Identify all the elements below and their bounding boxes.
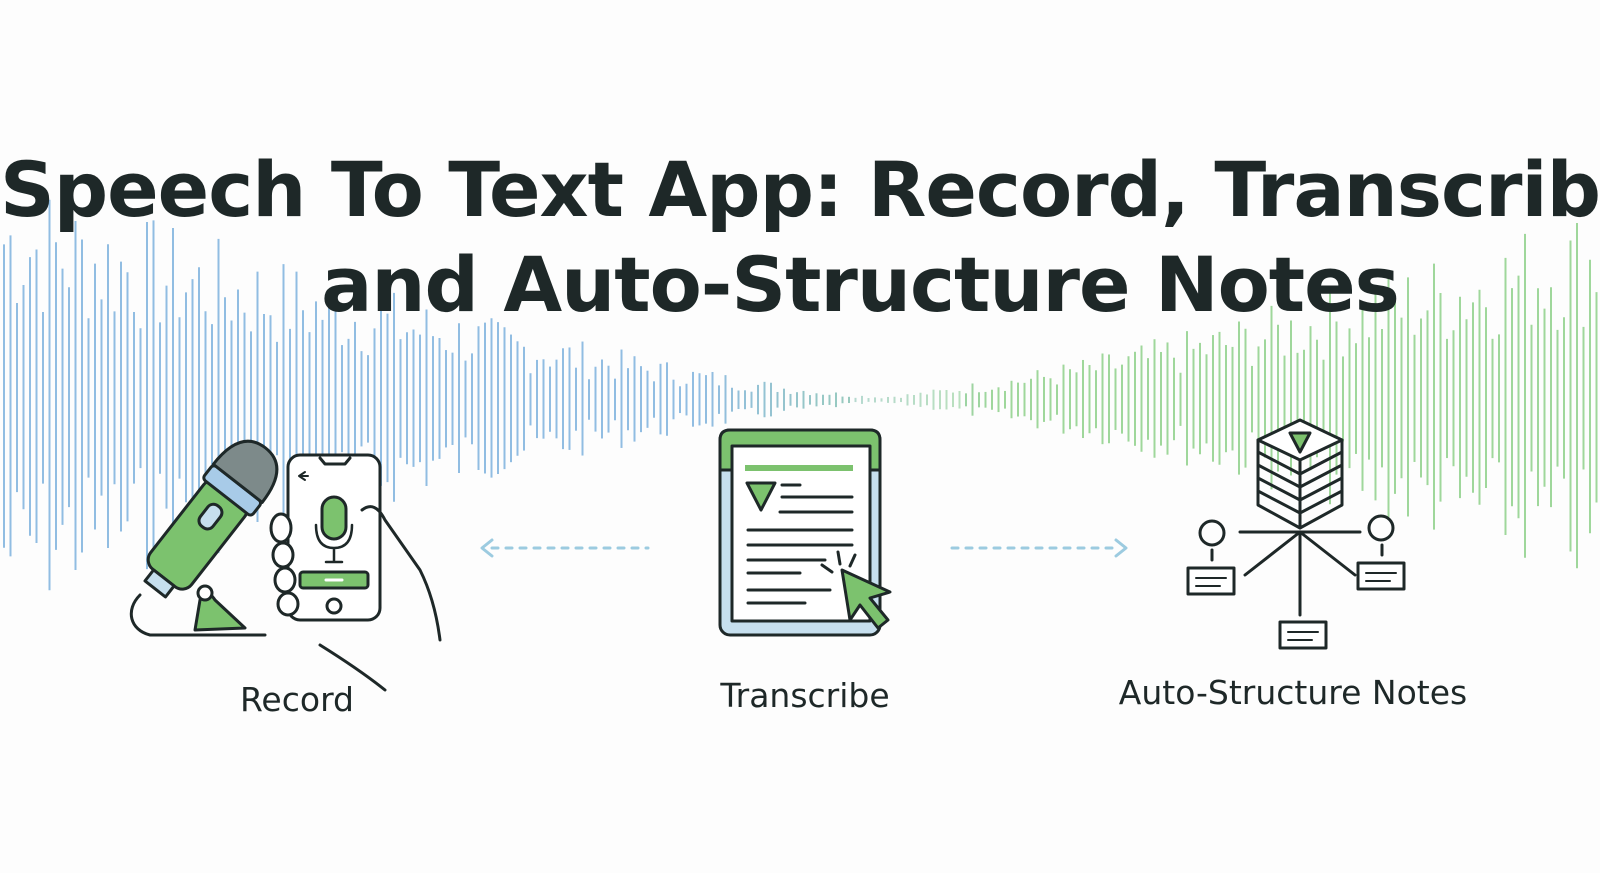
arrow-right-dotted [950, 538, 1128, 558]
page-title-line-2: and Auto-Structure Notes [321, 240, 1400, 329]
smartphone-icon [269, 453, 442, 692]
step-label-auto-structure-notes: Auto-Structure Notes [1118, 673, 1468, 712]
structured-notes-icon [1186, 418, 1406, 650]
step-label-transcribe: Transcribe [720, 676, 890, 715]
page-title-line-1: Speech To Text App: Record, Transcribe [0, 145, 1600, 234]
microphone-icon [129, 439, 279, 637]
arrow-left-dotted [480, 538, 650, 558]
step-label-record: Record [239, 680, 355, 719]
document-icon [718, 428, 892, 637]
